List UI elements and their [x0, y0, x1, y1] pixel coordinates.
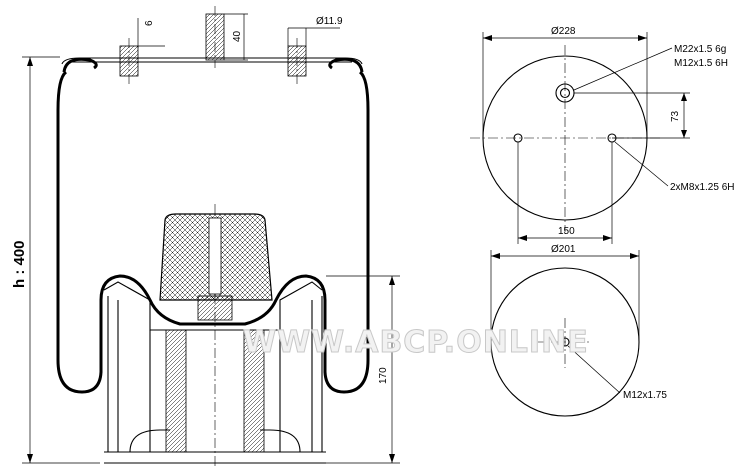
- center-air-fitting: [205, 6, 225, 68]
- bump-stop-bore: [208, 217, 222, 295]
- bellows: [56, 70, 370, 394]
- central-thread-label: M22x1.5 6g: [674, 44, 726, 55]
- left-mounting-stud: [119, 38, 139, 84]
- piston: [103, 281, 326, 464]
- piston-diameter-label: Ø201: [551, 244, 576, 255]
- hole-diameter-label: Ø11.9: [316, 16, 343, 27]
- right-mounting-stud: [287, 38, 307, 84]
- side-section-view: [22, 6, 400, 468]
- watermark: WWW.ABCP.ONLINE: [243, 325, 589, 360]
- height-dimension: [22, 56, 100, 464]
- central-inner-thread-label: M12x1.5 6H: [674, 58, 728, 69]
- top-dimensions: [137, 13, 340, 61]
- offset-label: 73: [670, 110, 681, 122]
- top-plate-view: [470, 32, 690, 244]
- plate-diameter-label: Ø228: [551, 26, 576, 37]
- piston-height-dimension: [326, 275, 400, 464]
- side-threads-label: 2xM8x1.25 6H: [670, 182, 734, 193]
- piston-bottom-view: [490, 250, 640, 417]
- piston-thread-label: M12x1.75: [623, 390, 667, 401]
- stud-height-label: 40: [232, 30, 243, 42]
- stud-spacing-label: 150: [558, 226, 575, 237]
- bottom-height-label: 170: [378, 367, 389, 384]
- height-label: h : 400: [11, 240, 28, 288]
- pin-offset-label: 6: [144, 20, 155, 26]
